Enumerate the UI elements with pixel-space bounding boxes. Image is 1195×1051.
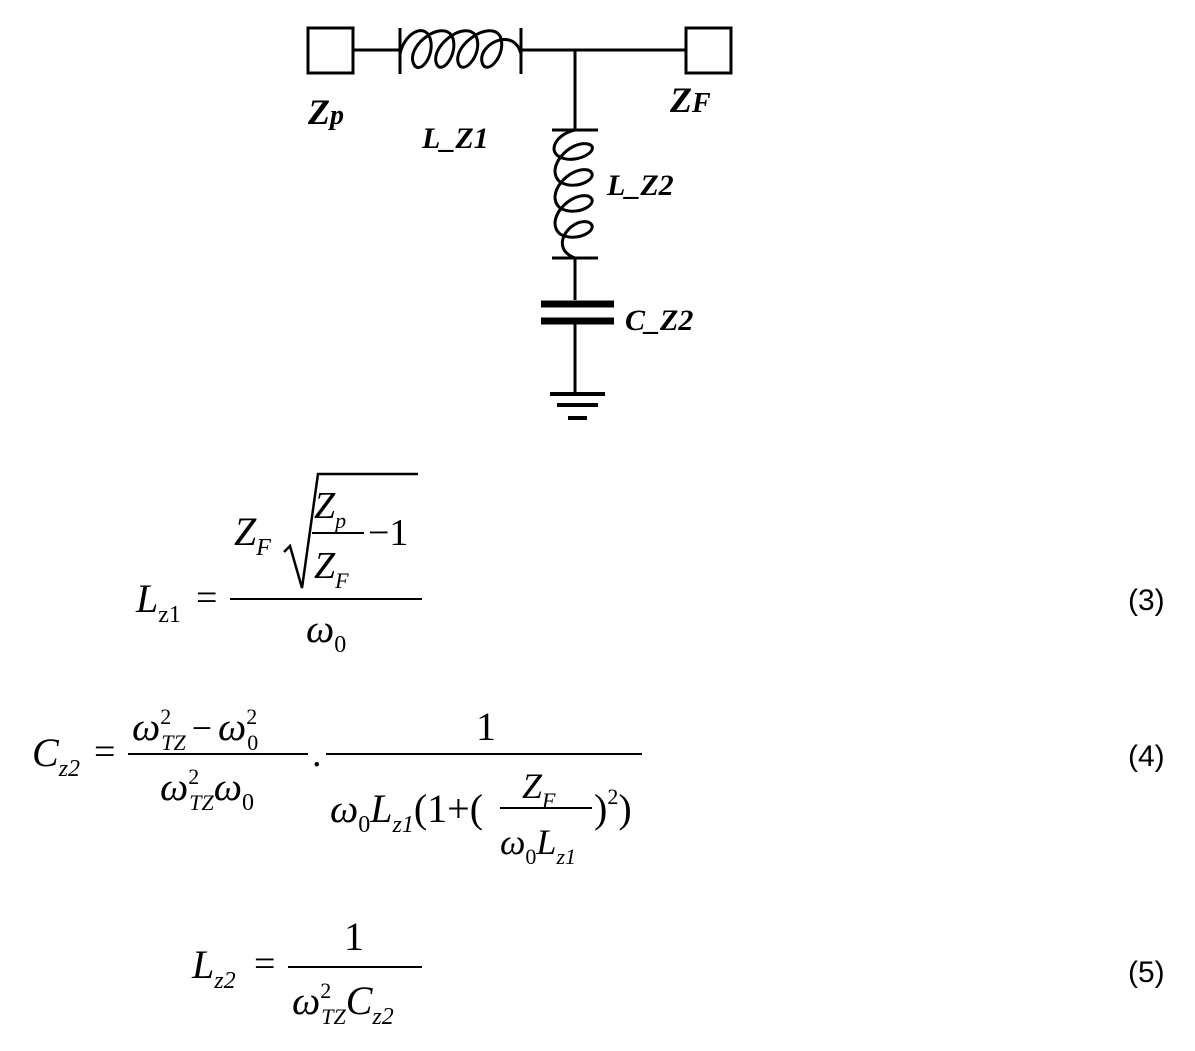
eq3-den: ω0 <box>306 606 346 658</box>
eq4-lhs: Cz2 <box>32 730 80 782</box>
eq3-minus-one: −1 <box>368 512 408 554</box>
eq3-inner-den: ZF <box>314 545 349 593</box>
eq3-sqrt-radical <box>283 472 418 589</box>
shunt-inductor-lz2 <box>552 128 598 260</box>
port-left-label: Zp <box>307 92 344 132</box>
ground-icon <box>550 392 605 420</box>
shunt-capacitor-cz2 <box>541 300 614 325</box>
series-inductor-label: L_Z1 <box>421 122 489 155</box>
eq3-equals: = <box>196 577 217 619</box>
port-right-label: ZF <box>669 80 711 120</box>
eq5-equals: = <box>254 943 275 985</box>
eq4-frac2-den: ω0Lz1(1+( <box>330 786 483 838</box>
eq4-inner-frac-den: ω0Lz1 <box>500 822 576 869</box>
eq4-equals: = <box>94 731 115 773</box>
shunt-inductor-label: L_Z2 <box>606 169 674 202</box>
eq4-frac2-num: 1 <box>476 704 496 749</box>
eq3-number: (3) <box>1128 584 1165 617</box>
series-inductor-lz1 <box>398 28 523 74</box>
eq4-dot: . <box>312 733 322 775</box>
port-right-terminal <box>684 26 733 75</box>
eq3-lhs: Lz1 <box>135 576 181 628</box>
eq5-num: 1 <box>344 914 364 959</box>
eq5-lhs: Lz2 <box>191 942 236 994</box>
eq4-number: (4) <box>1128 740 1165 773</box>
shunt-capacitor-label: C_Z2 <box>625 304 693 337</box>
equation-3: Lz1 = ZF Zp ZF −1 ω0 (3) <box>135 472 1165 658</box>
port-left-terminal <box>306 26 355 75</box>
eq3-inner-num: Zp <box>314 485 346 533</box>
circuit-schematic: Zp ZF L_Z1 L_Z2 C_Z2 <box>306 26 733 420</box>
eq5-number: (5) <box>1128 956 1165 989</box>
eq4-inner-frac-num: ZF <box>522 766 556 813</box>
eq4-closing: )2) <box>594 784 632 831</box>
eq3-num-zf: ZF <box>234 509 271 561</box>
